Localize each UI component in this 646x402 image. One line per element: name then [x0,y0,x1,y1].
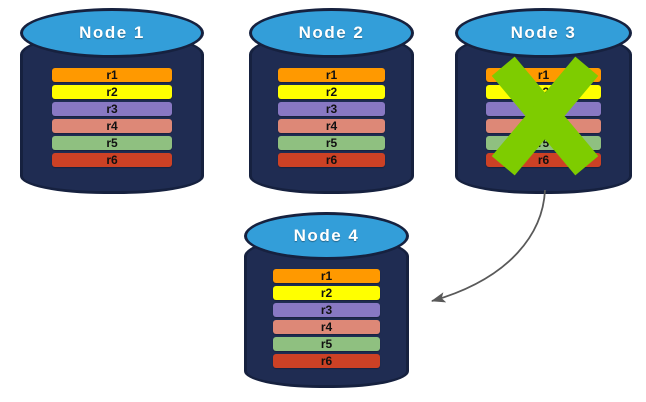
node-4-records: r1 r2 r3 r4 r5 r6 [273,269,380,368]
record-r1[interactable]: r1 [278,68,385,82]
node-3-label: Node 3 [510,23,577,42]
record-r4[interactable]: r4 [486,119,601,133]
node-3-records: r1 r2 r3 r4 r5 r6 [486,68,601,167]
record-r3[interactable]: r3 [273,303,380,317]
record-r1[interactable]: r1 [273,269,380,283]
replication-arrow-path [430,189,546,303]
node-1-cylinder-top: Node 1 [20,8,204,58]
record-r2[interactable]: r2 [278,85,385,99]
record-r5[interactable]: r5 [486,136,601,150]
record-r5[interactable]: r5 [273,337,380,351]
node-3[interactable]: Node 3 r1 r2 r3 r4 r5 r6 [455,8,632,194]
record-r4[interactable]: r4 [52,119,172,133]
node-2-cylinder-top: Node 2 [249,8,414,58]
record-r3[interactable]: r3 [486,102,601,116]
record-r3[interactable]: r3 [278,102,385,116]
node-1-records: r1 r2 r3 r4 r5 r6 [52,68,172,167]
record-r4[interactable]: r4 [278,119,385,133]
node-4-cylinder-top: Node 4 [244,212,409,260]
node-3-cylinder-top: Node 3 [455,8,632,58]
record-r5[interactable]: r5 [278,136,385,150]
record-r6[interactable]: r6 [278,153,385,167]
node-1[interactable]: Node 1 r1 r2 r3 r4 r5 r6 [20,8,204,194]
node-4[interactable]: Node 4 r1 r2 r3 r4 r5 r6 [244,212,409,388]
record-r2[interactable]: r2 [486,85,601,99]
record-r4[interactable]: r4 [273,320,380,334]
record-r6[interactable]: r6 [486,153,601,167]
record-r2[interactable]: r2 [52,85,172,99]
node-1-label: Node 1 [79,23,145,42]
record-r3[interactable]: r3 [52,102,172,116]
record-r1[interactable]: r1 [486,68,601,82]
node-2-label: Node 2 [298,23,365,42]
record-r6[interactable]: r6 [273,354,380,368]
node-2[interactable]: Node 2 r1 r2 r3 r4 r5 r6 [249,8,414,194]
record-r6[interactable]: r6 [52,153,172,167]
record-r5[interactable]: r5 [52,136,172,150]
node-2-records: r1 r2 r3 r4 r5 r6 [278,68,385,167]
record-r1[interactable]: r1 [52,68,172,82]
record-r2[interactable]: r2 [273,286,380,300]
node-4-label: Node 4 [293,226,360,245]
